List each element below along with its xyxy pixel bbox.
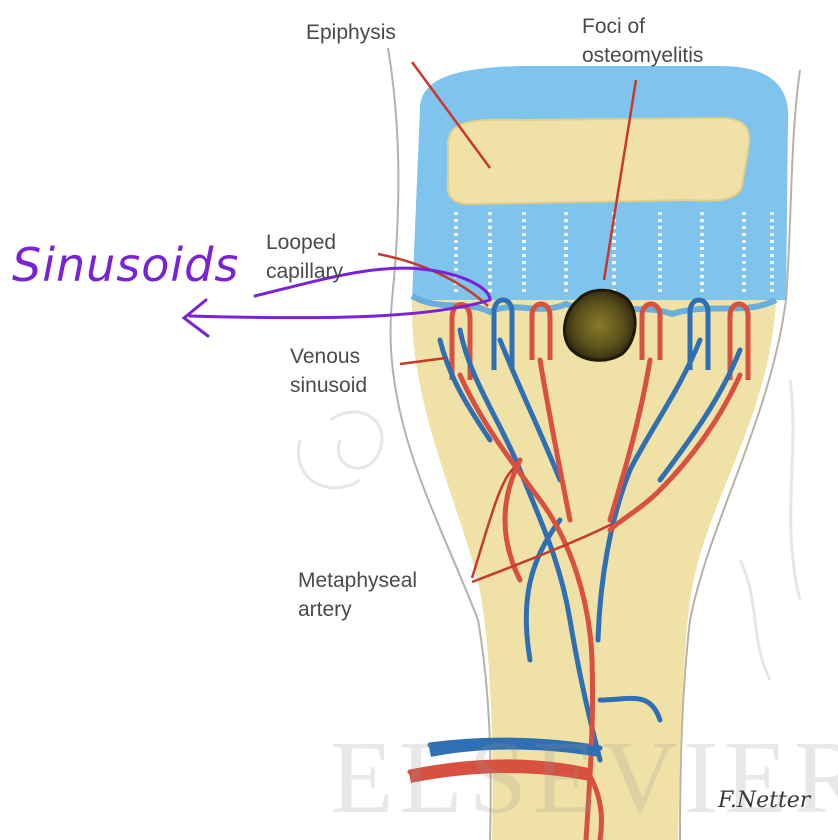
label-foci-line-1: Foci of: [582, 12, 703, 41]
label-venous-line-2: sinusoid: [290, 371, 367, 400]
illustrator-signature: F.Netter: [718, 788, 810, 813]
label-looped-line-1: Looped: [266, 228, 343, 257]
label-metaphyseal-line-1: Metaphyseal: [298, 566, 417, 595]
label-foci-of-osteomyelitis: Foci of osteomyelitis: [582, 12, 703, 70]
label-looped-line-2: capillary: [266, 257, 343, 286]
label-metaphyseal-line-2: artery: [298, 595, 417, 624]
handwritten-annotation: Sinusoids: [12, 238, 239, 292]
label-looped-capillary: Looped capillary: [266, 228, 343, 286]
epiphysis-bone: [448, 118, 750, 204]
label-venous-line-1: Venous: [290, 342, 367, 371]
label-foci-line-2: osteomyelitis: [582, 41, 703, 70]
label-metaphyseal-artery: Metaphyseal artery: [298, 566, 417, 624]
label-venous-sinusoid: Venous sinusoid: [290, 342, 367, 400]
publisher-watermark: ELSEVIER: [330, 718, 838, 837]
osteomyelitis-focus: [564, 290, 635, 360]
label-epiphysis-text: Epiphysis: [306, 18, 396, 47]
label-epiphysis: Epiphysis: [306, 18, 396, 47]
